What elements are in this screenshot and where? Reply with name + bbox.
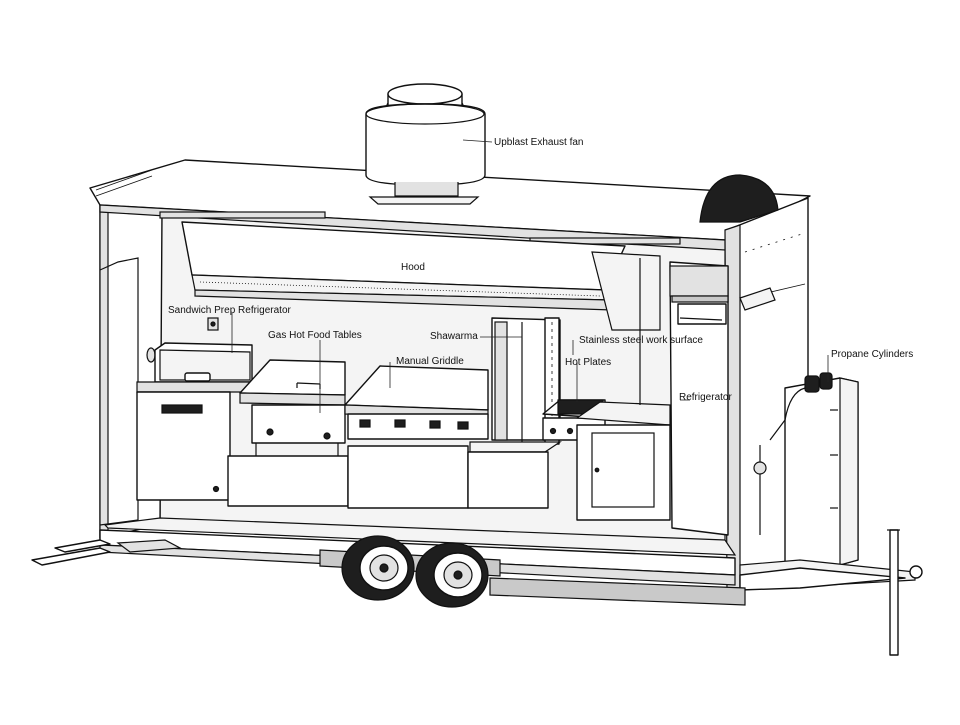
sandwich-prep-refrigerator [136, 317, 260, 501]
left-wall-edge [99, 187, 109, 547]
trailer-tongue [739, 529, 923, 656]
shawarma [467, 317, 562, 509]
entry-step [31, 539, 183, 566]
label-sandwich-prep: Sandwich Prep Refrigerator [168, 305, 291, 316]
side-vent [146, 347, 156, 363]
stainless-work-surface [575, 258, 671, 521]
hood [181, 221, 661, 331]
label-gas-hot-food: Gas Hot Food Tables [268, 330, 362, 341]
leader-lines [231, 139, 829, 413]
label-hot-plates: Hot Plates [565, 357, 612, 368]
floor [103, 517, 737, 556]
label-stainless-surface: Stainless steel work surface [579, 335, 703, 346]
gas-hot-food-table [227, 359, 349, 507]
refrigerator [669, 261, 729, 536]
rear-dome [699, 174, 779, 223]
label-exhaust-fan: Upblast Exhaust fan [494, 137, 584, 148]
label-propane: Propane Cylinders [831, 349, 914, 360]
label-hood: Hood [401, 262, 425, 273]
label-refrigerator: Refrigerator [679, 392, 732, 403]
wheels [319, 535, 746, 608]
exhaust-fan [365, 83, 486, 205]
propane-cylinders [753, 372, 859, 576]
label-manual-griddle: Manual Griddle [396, 356, 464, 367]
manual-griddle [344, 365, 489, 509]
side-door [99, 257, 139, 526]
label-shawarma: Shawarma [430, 331, 478, 342]
